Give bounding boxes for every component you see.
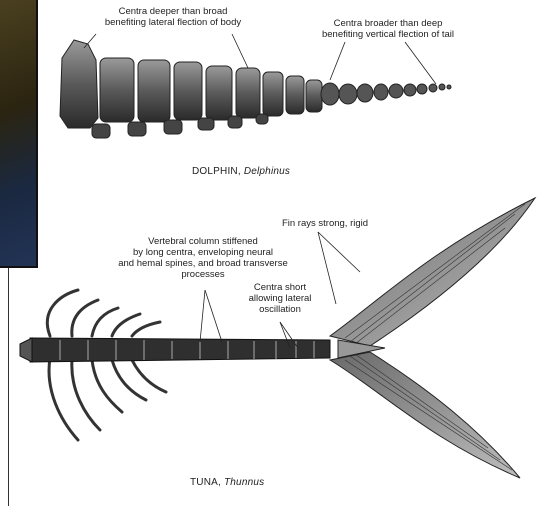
dolphin-caption-genus: Delphinus (244, 166, 290, 177)
dolphin-caption-name: DOLPHIN, (192, 166, 244, 177)
tuna-caption-genus: Thunnus (224, 477, 264, 488)
tuna-label-vertebral-column: Vertebral column stiffened by long centr… (98, 236, 308, 280)
tuna-ribs (47, 290, 166, 440)
tuna-label-fin-rays: Fin rays strong, rigid (270, 218, 380, 229)
dolphin-spine (60, 34, 451, 138)
dolphin-label-centra-broad: Centra broader than deep benefiting vert… (308, 18, 468, 40)
dolphin-caption: DOLPHIN, Delphinus (192, 166, 290, 177)
dolphin-caudal-vertebrae (321, 83, 451, 105)
tuna-label-centra-short: Centra short allowing lateral oscillatio… (238, 282, 322, 315)
dolphin-large-vertebrae (60, 40, 322, 128)
tuna-caption-name: TUNA, (190, 477, 224, 488)
tuna-caption: TUNA, Thunnus (190, 477, 264, 488)
dolphin-label-centra-deep: Centra deeper than broad benefiting late… (88, 6, 258, 28)
tuna-caudal-fin (330, 198, 535, 478)
tuna-vertebral-column (20, 338, 330, 362)
